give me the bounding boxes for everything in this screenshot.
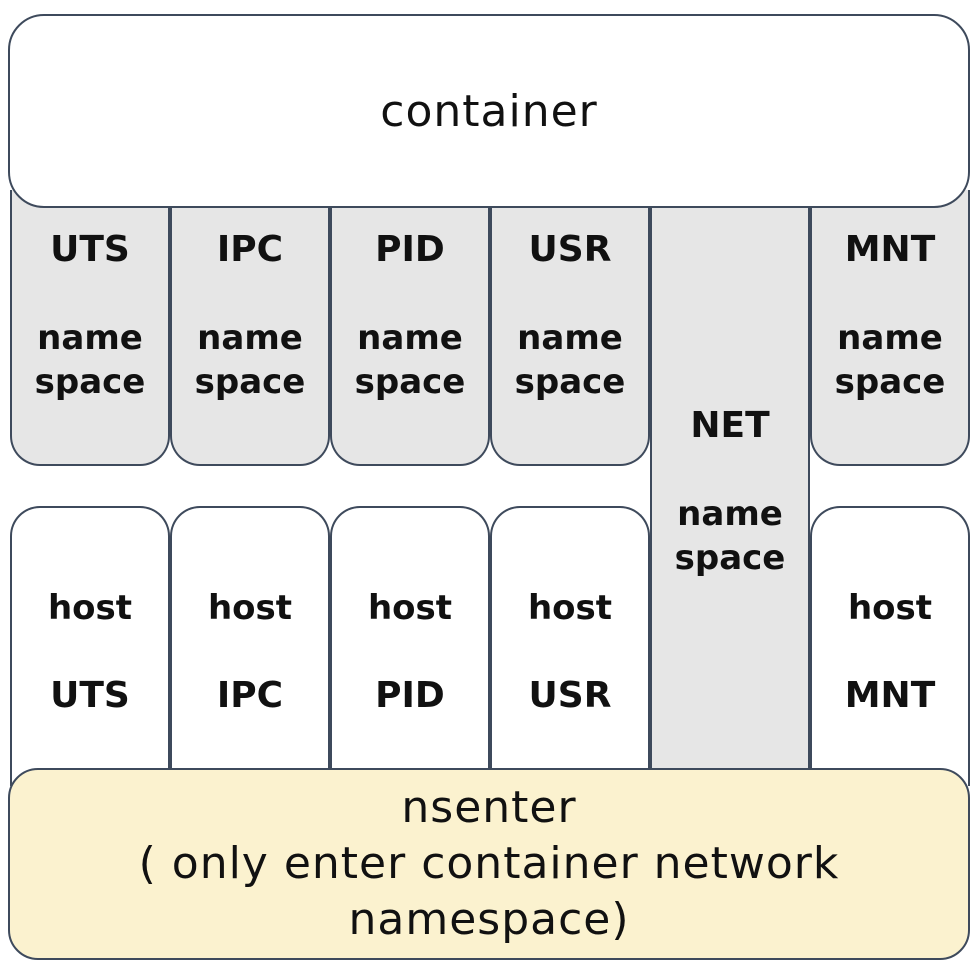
host-mnt-box: host MNT (810, 506, 970, 786)
host-uts-line1: host (47, 588, 133, 628)
ipc-namespace-abbr: IPC (216, 229, 284, 270)
host-usr-line2: USR (528, 675, 612, 716)
nsenter-description-line1: ( only enter container network (138, 838, 840, 889)
host-ipc-box: host IPC (170, 506, 330, 786)
host-mnt-line2: MNT (844, 675, 936, 716)
host-uts-line2: UTS (50, 675, 130, 716)
pid-namespace-abbr: PID (375, 229, 445, 270)
host-pid-box: host PID (330, 506, 490, 786)
host-mnt-line1: host (847, 588, 933, 628)
container-label: container (380, 85, 598, 137)
host-ipc-line1: host (207, 588, 293, 628)
host-usr-line1: host (527, 588, 613, 628)
usr-namespace-abbr: USR (528, 229, 612, 270)
host-usr-box: host USR (490, 506, 650, 786)
host-pid-line1: host (367, 588, 453, 628)
mnt-namespace-abbr: MNT (844, 229, 936, 270)
container-box: container (8, 14, 970, 208)
nsenter-description-line2: namespace) (348, 894, 630, 945)
nsenter-box: nsenter ( only enter container network n… (8, 768, 970, 960)
host-uts-box: host UTS (10, 506, 170, 786)
nsenter-title: nsenter (401, 782, 577, 833)
host-ipc-line2: IPC (216, 675, 284, 716)
net-namespace-abbr: NET (690, 405, 770, 446)
host-pid-line2: PID (375, 675, 445, 716)
uts-namespace-abbr: UTS (50, 229, 130, 270)
